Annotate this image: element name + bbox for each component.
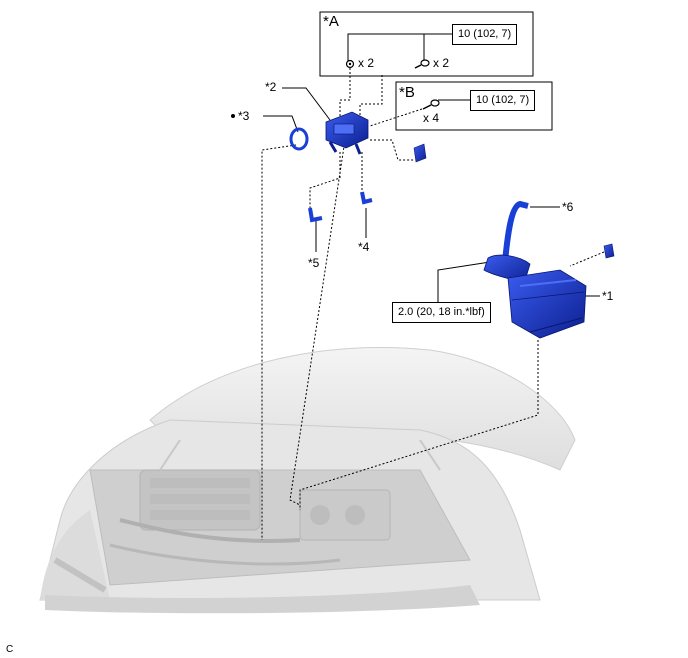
box-a-torque-text: 10 (102, 7) (458, 28, 512, 40)
callout-2: *2 (265, 80, 277, 94)
part-3-gasket (289, 127, 309, 151)
callout-3: *3 (238, 109, 250, 123)
box-a-label: *A (323, 13, 339, 30)
part-4-hose (360, 191, 373, 205)
callout-1: *1 (602, 289, 614, 303)
air-cleaner-torque-text: 2.0 (20, 18 in.*lbf) (398, 306, 485, 318)
part-bracket (413, 143, 427, 163)
part-2-intake-body (325, 111, 369, 155)
illustration-code: C (6, 644, 14, 655)
box-a-qty-right: x 2 (433, 56, 450, 70)
air-cleaner-torque-spec: 2.0 (20, 18 in.*lbf) (392, 302, 491, 323)
box-b-torque-text: 10 (102, 7) (476, 94, 530, 106)
box-b-label: *B (399, 84, 415, 101)
box-b-qty: x 4 (423, 111, 440, 125)
box-a-qty-left: x 2 (358, 56, 375, 70)
callout-4: *4 (358, 240, 370, 254)
box-a-torque-spec: 10 (102, 7) (452, 24, 518, 45)
box-b-torque-spec: 10 (102, 7) (470, 90, 536, 111)
part-5-hose (308, 207, 323, 223)
part-1-air-cleaner-assembly (483, 200, 615, 339)
callout-6: *6 (562, 200, 574, 214)
callout-5: *5 (308, 256, 320, 270)
engine-compartment-illustration (39, 347, 576, 614)
assembly-dashed-lines (261, 68, 605, 540)
new-part-dot-icon (231, 114, 235, 118)
